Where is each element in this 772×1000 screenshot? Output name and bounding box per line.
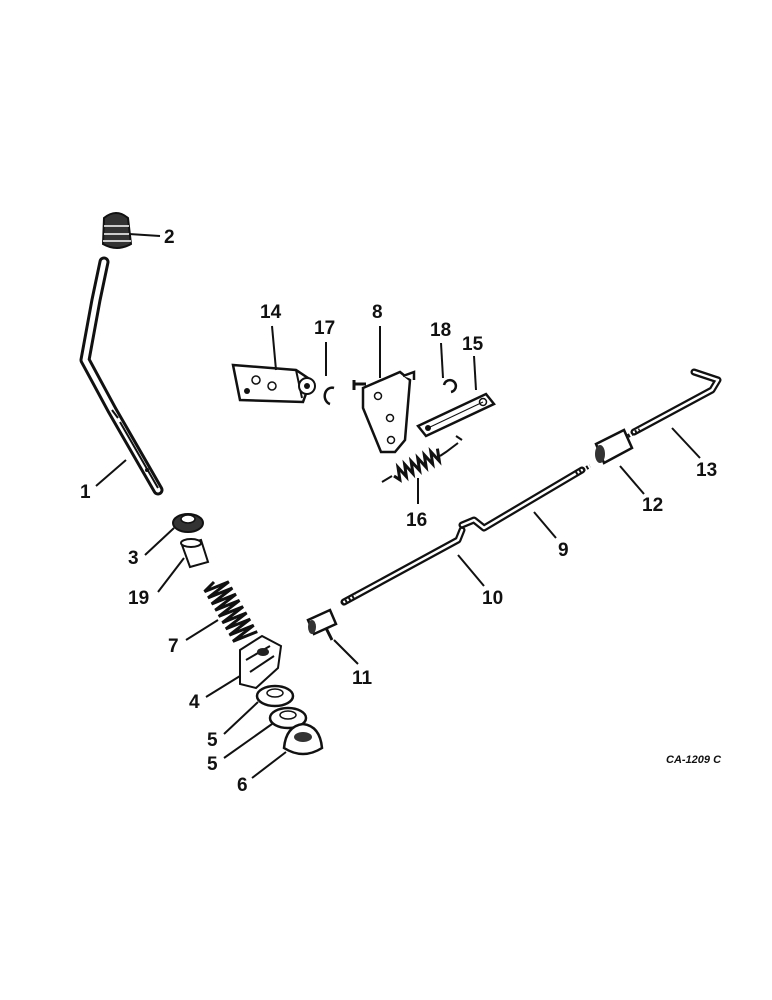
tension-spring-part [381, 435, 463, 483]
boot-grommet-part [282, 722, 324, 756]
label-part-18: 18 [430, 320, 451, 341]
snap-ring-part [323, 386, 335, 406]
label-part-10: 10 [482, 588, 503, 609]
label-part-9: 9 [558, 540, 569, 561]
label-part-1: 1 [80, 482, 91, 503]
label-part-6: 6 [237, 775, 248, 796]
clamp-bracket-part [239, 634, 283, 690]
swivel-joint-part [306, 608, 338, 641]
mounting-bracket-part [231, 363, 316, 404]
label-part-11: 11 [352, 668, 373, 689]
shift-lever-part [79, 256, 164, 496]
drawing-code: CA-1209 C [666, 754, 722, 766]
part-labels: 2 1 3 19 7 4 5 5 6 14 17 8 18 15 16 9 10… [80, 227, 722, 796]
spring-part [203, 580, 258, 643]
label-part-17: 17 [314, 318, 335, 339]
label-part-12: 12 [642, 495, 663, 516]
label-part-7: 7 [168, 636, 179, 657]
upper-rod-part [627, 368, 722, 438]
label-part-5-second: 5 [207, 754, 218, 775]
label-part-19: 19 [128, 588, 149, 609]
label-part-4: 4 [189, 692, 200, 713]
label-part-3: 3 [128, 548, 139, 569]
lower-rod-part [340, 526, 466, 606]
washer-part [255, 684, 295, 708]
coupler-part [594, 428, 634, 465]
label-part-14: 14 [260, 302, 282, 323]
nut-part [172, 513, 204, 533]
label-part-16: 16 [406, 510, 427, 531]
knob-part [101, 212, 133, 249]
clip-part [442, 378, 458, 394]
label-part-2: 2 [164, 227, 175, 248]
washer-part-second [268, 706, 308, 730]
leader-lines [95, 233, 701, 779]
link-plate-part [416, 392, 496, 438]
middle-rod-part [458, 464, 591, 532]
label-part-13: 13 [696, 460, 717, 481]
label-part-15: 15 [462, 334, 484, 355]
label-part-8: 8 [372, 302, 383, 323]
bushing-part [180, 538, 210, 569]
label-part-5-first: 5 [207, 730, 218, 751]
lever-plate-part [352, 370, 416, 454]
